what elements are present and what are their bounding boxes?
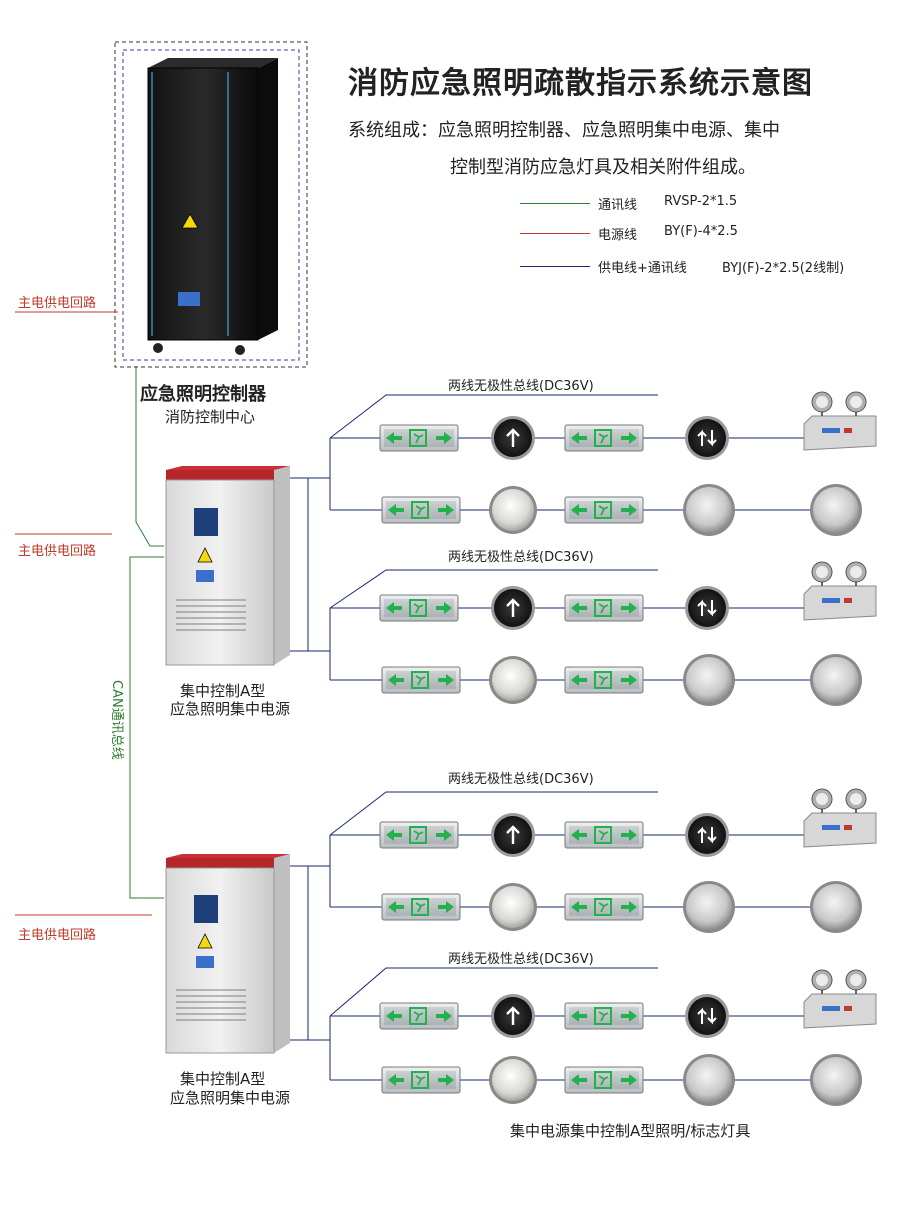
- exit-sign-top-b-4: [564, 1002, 644, 1030]
- legend-spec-power: BY(F)-4*2.5: [664, 224, 738, 239]
- downlight-medium-3: [683, 881, 735, 933]
- subtitle-line-1: 系统组成：应急照明控制器、应急照明集中电源、集中: [348, 120, 780, 141]
- downlight-medium-4: [683, 1054, 735, 1106]
- legend-line-supply: [520, 266, 590, 267]
- main-power-label-3: 主电供电回路: [18, 928, 97, 943]
- exit-sign-top-a-1: [379, 424, 459, 452]
- legend-name-comm: 通讯线: [598, 198, 638, 213]
- controller-dashed-box-outer: [114, 41, 308, 368]
- exit-sign-bottom-b-3: [564, 893, 644, 921]
- footer-caption: 集中电源集中控制A型照明/标志灯具: [510, 1122, 751, 1140]
- exit-sign-bottom-b-2: [564, 666, 644, 694]
- exit-sign-top-b-2: [564, 594, 644, 622]
- downlight-small-2: [489, 656, 537, 704]
- fixture-rows: [330, 391, 877, 1106]
- arrow-indicator-updown-4: [685, 994, 729, 1038]
- controller-cabinet: [147, 58, 278, 355]
- arrow-indicator-up-3: [491, 813, 535, 857]
- bus-label-1: 两线无极性总线(DC36V): [448, 379, 594, 394]
- arrow-indicator-updown-1: [685, 416, 729, 460]
- exit-sign-bottom-a-3: [381, 893, 461, 921]
- legend-spec-supply: BYJ(F)-2*2.5(2线制): [722, 261, 845, 276]
- exit-sign-top-b-1: [564, 424, 644, 452]
- controller-name: 应急照明控制器: [140, 384, 266, 405]
- exit-sign-top-a-4: [379, 1002, 459, 1030]
- legend-line-power: [520, 233, 590, 234]
- downlight-medium-2: [683, 654, 735, 706]
- exit-sign-top-a-3: [379, 821, 459, 849]
- exit-sign-top-a-2: [379, 594, 459, 622]
- arrow-indicator-up-4: [491, 994, 535, 1038]
- downlight-small-1: [489, 486, 537, 534]
- diagram-title: 消防应急照明疏散指示系统示意图: [348, 66, 813, 101]
- controller-dashed-box-inner: [122, 49, 300, 361]
- legend-spec-comm: RVSP-2*1.5: [664, 194, 738, 209]
- exit-sign-bottom-b-4: [564, 1066, 644, 1094]
- downlight-small-3: [489, 883, 537, 931]
- bus-label-2: 两线无极性总线(DC36V): [448, 550, 594, 565]
- bus-label-3: 两线无极性总线(DC36V): [448, 772, 594, 787]
- twin-head-emergency-light-3: [803, 788, 877, 848]
- power-unit-1-line2: 应急照明集中电源: [170, 700, 291, 718]
- power-unit-1-line1: 集中控制A型: [180, 682, 266, 700]
- bus-label-4: 两线无极性总线(DC36V): [448, 952, 594, 967]
- legend-line-comm: [520, 203, 590, 204]
- downlight-large-2: [810, 654, 862, 706]
- exit-sign-bottom-b-1: [564, 496, 644, 524]
- arrow-indicator-up-2: [491, 586, 535, 630]
- main-power-label-2: 主电供电回路: [18, 544, 97, 559]
- arrow-indicator-updown-2: [685, 586, 729, 630]
- arrow-indicator-updown-3: [685, 813, 729, 857]
- power-unit-2-line1: 集中控制A型: [180, 1070, 266, 1088]
- downlight-large-4: [810, 1054, 862, 1106]
- twin-head-emergency-light-4: [803, 969, 877, 1029]
- legend-name-supply: 供电线+通讯线: [598, 261, 687, 276]
- twin-head-emergency-light-1: [803, 391, 877, 451]
- downlight-medium-1: [683, 484, 735, 536]
- exit-sign-bottom-a-1: [381, 496, 461, 524]
- controller-location: 消防控制中心: [165, 408, 256, 426]
- downlight-large-3: [810, 881, 862, 933]
- exit-sign-top-b-3: [564, 821, 644, 849]
- exit-sign-bottom-a-4: [381, 1066, 461, 1094]
- downlight-small-4: [489, 1056, 537, 1104]
- twin-head-emergency-light-2: [803, 561, 877, 621]
- exit-sign-bottom-a-2: [381, 666, 461, 694]
- power-unit-cabinet-1: [165, 466, 290, 666]
- power-unit-2-line2: 应急照明集中电源: [170, 1089, 291, 1107]
- bus-wiring: [290, 394, 658, 1080]
- main-power-label-1: 主电供电回路: [18, 296, 97, 311]
- downlight-large-1: [810, 484, 862, 536]
- power-unit-cabinet-2: [165, 854, 290, 1054]
- subtitle-line-2: 控制型消防应急灯具及相关附件组成。: [450, 157, 756, 178]
- arrow-indicator-up-1: [491, 416, 535, 460]
- legend-name-power: 电源线: [598, 228, 638, 243]
